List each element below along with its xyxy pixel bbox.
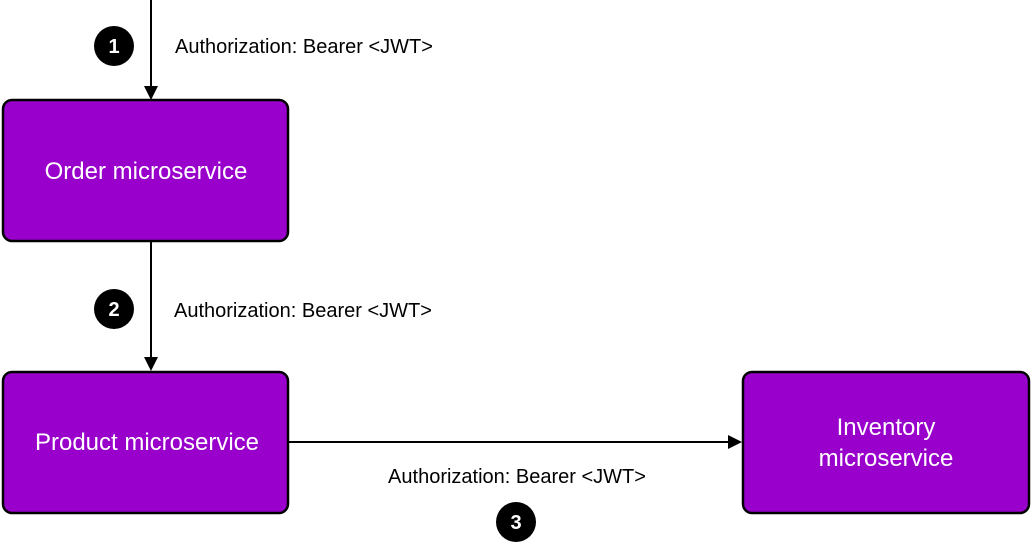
edge-1-arrowhead — [144, 86, 158, 100]
order-microservice-box — [1, 98, 290, 243]
order-microservice-label: Order microservice — [45, 158, 248, 185]
edge-2: 2 Authorization: Bearer <JWT> — [94, 242, 432, 371]
edge-1: 1 Authorization: Bearer <JWT> — [94, 0, 433, 100]
edge-3: Authorization: Bearer <JWT> 3 — [289, 435, 742, 542]
inventory-microservice-label-line1: Inventory — [837, 414, 936, 441]
step-3-number: 3 — [510, 512, 521, 534]
step-2-badge — [94, 289, 134, 329]
step-3-badge — [496, 502, 536, 542]
inventory-microservice-box — [741, 370, 1031, 515]
inventory-microservice-node: Inventory microservice — [741, 370, 1031, 515]
product-microservice-node: Product microservice — [1, 370, 290, 515]
edge-1-label: Authorization: Bearer <JWT> — [175, 36, 433, 58]
product-microservice-label: Product microservice — [35, 429, 259, 456]
step-1-badge — [94, 26, 134, 66]
step-1-number: 1 — [108, 36, 119, 58]
edge-3-label: Authorization: Bearer <JWT> — [388, 466, 646, 488]
order-microservice-node: Order microservice — [1, 98, 290, 243]
inventory-microservice-label-line2: microservice — [819, 445, 954, 472]
product-microservice-box — [1, 370, 290, 515]
edge-2-arrowhead — [144, 357, 158, 371]
step-2-number: 2 — [108, 299, 119, 321]
edge-3-arrowhead — [728, 435, 742, 449]
edge-2-label: Authorization: Bearer <JWT> — [174, 300, 432, 322]
